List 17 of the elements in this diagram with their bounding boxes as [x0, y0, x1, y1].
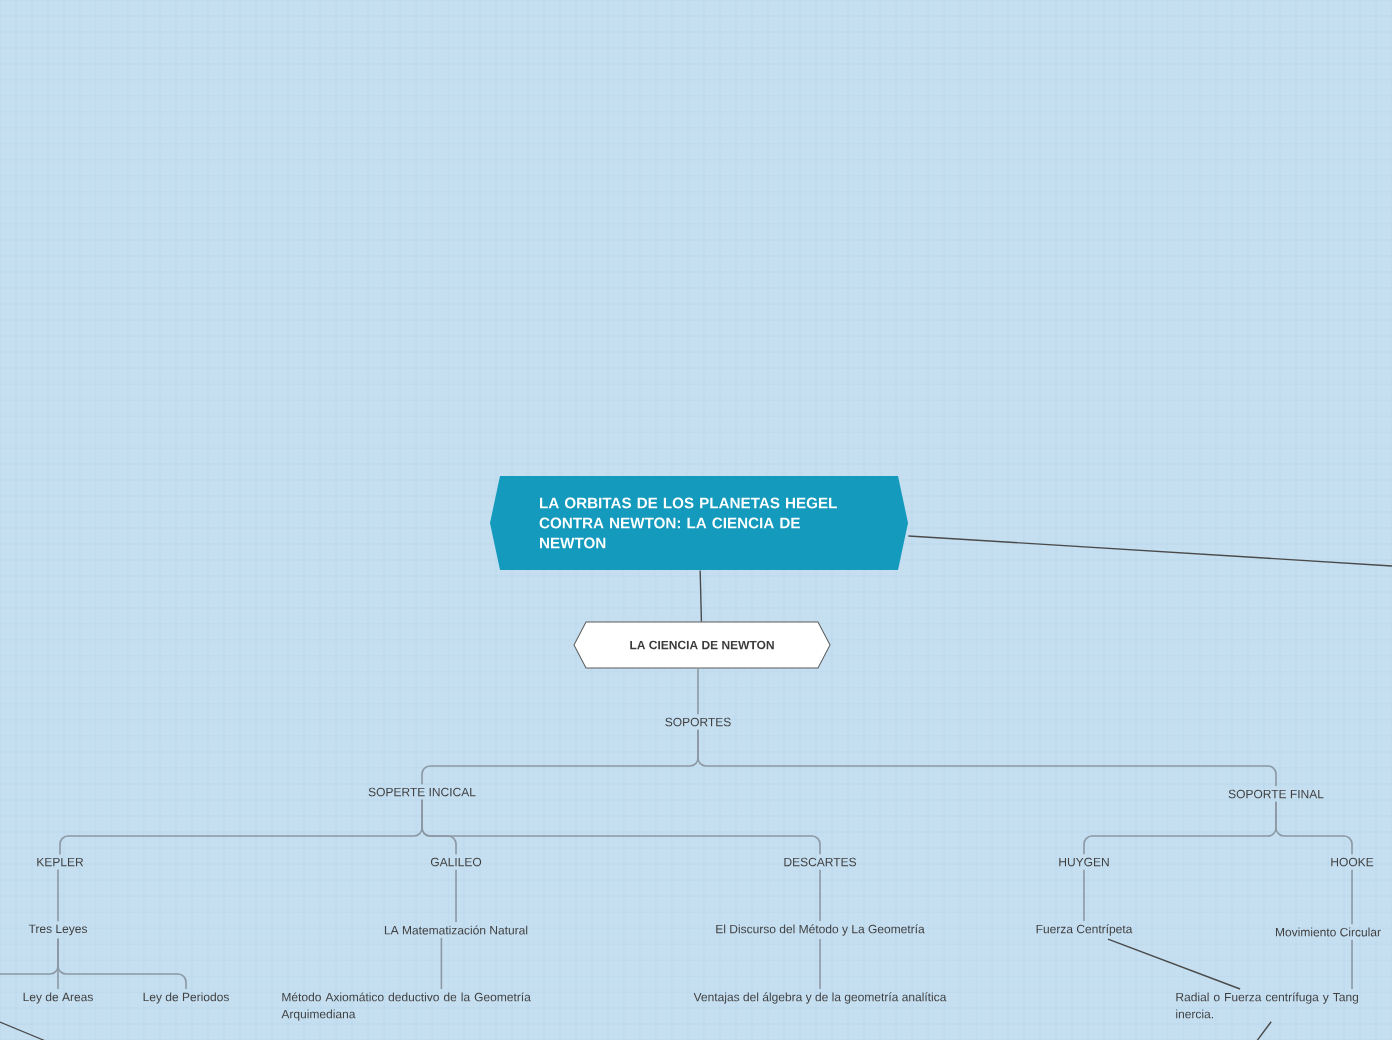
connector-line [440, 937, 443, 990]
connector-line [455, 868, 457, 923]
connector-line [1351, 868, 1353, 925]
connector-line [907, 535, 1392, 567]
connector-line [699, 569, 703, 623]
connector-line [697, 667, 699, 716]
connector-line [1083, 868, 1085, 922]
connector-line [57, 868, 59, 923]
connector-line [819, 938, 821, 990]
connector-line [421, 798, 821, 856]
connector-line [1255, 1021, 1272, 1040]
connector-line [1275, 800, 1353, 856]
connector-line [819, 868, 821, 922]
connector-line [697, 728, 1277, 788]
connector-line [0, 938, 59, 975]
connector-line [1107, 938, 1241, 990]
connector-line [1351, 939, 1353, 990]
